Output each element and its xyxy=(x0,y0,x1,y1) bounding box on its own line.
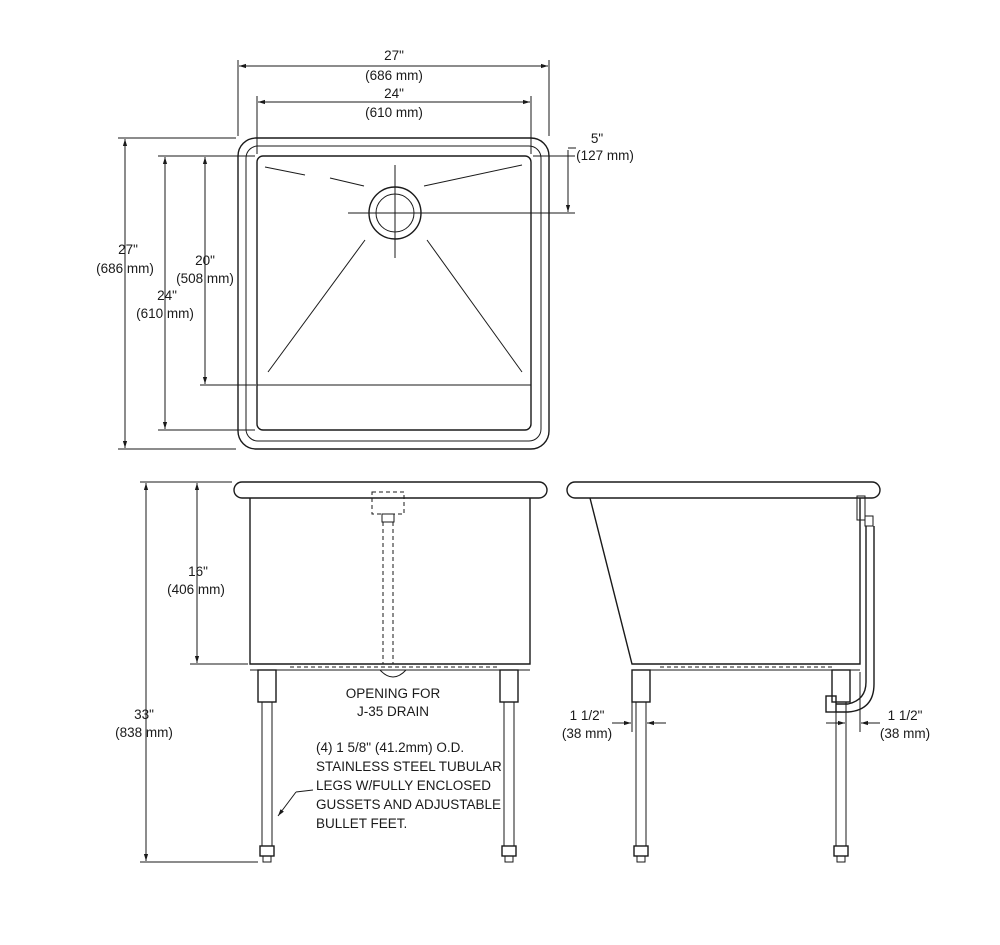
right-setback-in: 1 1/2" xyxy=(888,708,923,723)
sink-inner-rim xyxy=(245,145,542,442)
width-inner-mm: (610 mm) xyxy=(365,105,423,120)
overall-height-in: 33" xyxy=(134,707,154,722)
depth-outer-in: 27" xyxy=(118,242,138,257)
leg-note-line-1: (4) 1 5/8" (41.2mm) O.D. xyxy=(316,740,464,755)
sink-outer-rim xyxy=(237,137,550,450)
drain-valve xyxy=(825,695,837,713)
bowl-depth-in: 16" xyxy=(188,564,208,579)
leg-gusset xyxy=(631,669,651,703)
back-bracket xyxy=(856,495,866,521)
top-view: 27" (686 mm) 24" (610 mm) 5" (127 mm) 27… xyxy=(96,48,634,450)
drain-note-line-1: OPENING FOR xyxy=(346,686,441,701)
depth-outer-mm: (686 mm) xyxy=(96,261,154,276)
leg-gusset xyxy=(257,669,277,703)
width-inner-in: 24" xyxy=(384,86,404,101)
side-leg-left xyxy=(631,669,651,863)
bullet-foot xyxy=(833,845,849,857)
left-setback-mm: (38 mm) xyxy=(562,726,612,741)
bowl-length-in: 20" xyxy=(195,253,215,268)
bowl-outline xyxy=(256,155,532,431)
drain-note-line-2: J-35 DRAIN xyxy=(357,704,429,719)
leader-line xyxy=(277,791,297,817)
overall-height-mm: (838 mm) xyxy=(115,725,173,740)
drain-hidden-box xyxy=(371,491,405,515)
bullet-foot xyxy=(259,845,275,857)
depth-inner-mm: (610 mm) xyxy=(136,306,194,321)
drain-opening xyxy=(379,669,407,678)
leg-gusset xyxy=(831,669,851,703)
bowl-depth-mm: (406 mm) xyxy=(167,582,225,597)
leg-gusset xyxy=(499,669,519,703)
drain-fitting xyxy=(381,513,395,523)
bullet-foot-tip xyxy=(836,855,846,863)
slope-line xyxy=(267,239,366,373)
left-setback-in: 1 1/2" xyxy=(570,708,605,723)
leader-line xyxy=(295,789,314,793)
side-bowl-body xyxy=(589,497,861,665)
leg-note-line-4: GUSSETS AND ADJUSTABLE xyxy=(316,797,501,812)
drain-offset-mm: (127 mm) xyxy=(576,148,634,163)
drain-pipe xyxy=(836,526,867,705)
leg-note-line-5: BULLET FEET. xyxy=(316,816,407,831)
front-leg-right xyxy=(499,669,519,863)
width-outer-mm: (686 mm) xyxy=(365,68,423,83)
bullet-foot-tip xyxy=(636,855,646,863)
drain-offset-in: 5" xyxy=(591,131,604,146)
drain-pipe xyxy=(836,526,875,713)
slope-line xyxy=(264,166,306,176)
front-bowl-body xyxy=(249,498,531,665)
side-leg-right xyxy=(831,669,851,863)
slope-line xyxy=(426,239,523,373)
slope-line xyxy=(423,164,523,187)
bullet-foot xyxy=(633,845,649,857)
bullet-foot-tip xyxy=(262,855,272,863)
bowl-length-mm: (508 mm) xyxy=(176,271,234,286)
side-view: 1 1/2" (38 mm) 1 1/2" (38 mm) xyxy=(562,481,930,863)
bullet-foot-tip xyxy=(504,855,514,863)
front-rim xyxy=(233,481,548,499)
leg-note-line-2: STAINLESS STEEL TUBULAR xyxy=(316,759,502,774)
front-view: 33" (838 mm) 16" (406 mm) OPENING FOR J-… xyxy=(115,481,548,863)
width-outer-in: 27" xyxy=(384,48,404,63)
slope-line xyxy=(329,177,365,187)
right-setback-mm: (38 mm) xyxy=(880,726,930,741)
bullet-foot xyxy=(501,845,517,857)
depth-inner-in: 24" xyxy=(157,288,177,303)
side-rim xyxy=(566,481,881,499)
back-bracket xyxy=(864,515,874,527)
front-leg-left xyxy=(257,669,277,863)
leg-note-line-3: LEGS W/FULLY ENCLOSED xyxy=(316,778,491,793)
